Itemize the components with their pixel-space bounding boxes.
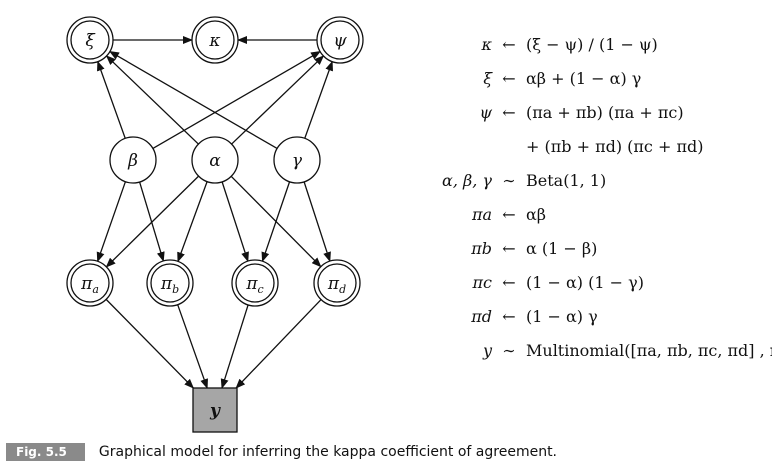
equation-rhs: (1 − α) γ	[526, 306, 598, 326]
equation-rhs: αβ + (1 − α) γ	[526, 68, 642, 88]
node-pi-d: πd	[313, 259, 361, 307]
node-pi-b: πb	[146, 259, 194, 307]
node-label: ψ	[333, 31, 347, 51]
edge-alpha-to-xi	[105, 55, 199, 145]
node-label: ξ	[85, 31, 96, 51]
equation-row: κ ← (ξ − ψ) / (1 − ψ)	[380, 32, 658, 56]
equation-lhs: πd	[471, 306, 492, 326]
edge-pi_c-to-y	[220, 304, 249, 389]
equation-lhs: πa	[471, 204, 492, 224]
edge-gamma-to-psi	[304, 60, 333, 139]
equation-relation: ←	[502, 272, 516, 292]
caption-text: Graphical model for inferring the kappa …	[98, 444, 558, 460]
equation-rhs: Multinomial([πa, πb, πc, πd] , n)	[526, 340, 772, 360]
figure-number-tag: Fig. 5.5	[6, 443, 85, 461]
equation-row: πd ← (1 − α) γ	[380, 304, 598, 328]
equation-row: α, β, γ ∼ Beta(1, 1)	[380, 168, 606, 192]
equation-rhs: + (πb + πd) (πc + πd)	[526, 136, 704, 156]
equation-row: ξ ← αβ + (1 − α) γ	[380, 66, 641, 90]
equation-lhs: πc	[472, 272, 492, 292]
equation-relation: ←	[502, 306, 516, 326]
node-gamma: γ	[273, 136, 321, 184]
edge-alpha-to-pi_b	[177, 181, 208, 263]
equation-relation: ←	[502, 204, 516, 224]
edge-alpha-to-psi	[231, 55, 325, 145]
equation-row: ψ ← (πa + πb) (πa + πc)	[380, 100, 684, 124]
node-pi-a: πa	[66, 259, 114, 307]
node-psi: ψ	[316, 16, 364, 64]
node-label: α	[209, 151, 221, 171]
equation-rhs: Beta(1, 1)	[526, 170, 607, 190]
node-label: γ	[292, 151, 303, 171]
equation-relation: ←	[502, 102, 516, 122]
equation-rhs: (πa + πb) (πa + πc)	[526, 102, 684, 122]
edge-beta-to-pi_a	[96, 181, 127, 263]
equation-relation: ∼	[502, 340, 516, 360]
figure-caption: Fig. 5.5 Graphical model for inferring t…	[6, 442, 557, 462]
edge-beta-to-psi	[152, 50, 321, 150]
node-kappa: κ	[191, 16, 239, 64]
equation-row: πc ← (1 − α) (1 − γ)	[380, 270, 644, 294]
node-beta: β	[109, 136, 157, 184]
equation-relation: ←	[502, 34, 516, 54]
equation-row: πa ← αβ	[380, 202, 546, 226]
equation-row: y ∼ Multinomial([πa, πb, πc, πd] , n)	[380, 338, 772, 362]
equation-relation: ←	[502, 238, 516, 258]
equation-lhs: y	[482, 340, 492, 360]
edge-pi_d-to-y	[235, 299, 322, 389]
node-label: κ	[208, 31, 220, 51]
equation-lhs: α, β, γ	[442, 170, 492, 190]
equation-row: πb ← α (1 − β)	[380, 236, 597, 260]
equation-rhs: α (1 − β)	[526, 238, 598, 258]
edge-beta-to-pi_b	[139, 181, 165, 262]
edge-alpha-to-pi_a	[105, 175, 200, 268]
edge-pi_a-to-y	[105, 298, 195, 389]
edge-gamma-to-pi_c	[261, 181, 291, 263]
equation-relation: ←	[502, 68, 516, 88]
equation-lhs: κ	[481, 34, 493, 54]
equation-lhs: ξ	[483, 68, 492, 88]
equation-relation: ∼	[502, 170, 516, 190]
edge-gamma-to-xi	[109, 50, 278, 150]
equation-rhs: αβ	[526, 204, 547, 224]
equation-lhs: ψ	[479, 102, 492, 122]
equation-rhs: (1 − α) (1 − γ)	[526, 272, 644, 292]
edge-beta-to-xi	[97, 60, 126, 139]
node-label: β	[127, 151, 138, 171]
edge-alpha-to-pi_c	[221, 181, 249, 263]
equation-row: + (πb + πd) (πc + πd)	[380, 134, 703, 158]
node-alpha: α	[191, 136, 239, 184]
equation-lhs: πb	[471, 238, 492, 258]
equation-rhs: (ξ − ψ) / (1 − ψ)	[526, 34, 658, 54]
edge-pi_b-to-y	[177, 304, 208, 389]
node-pi-c: πc	[231, 259, 279, 307]
node-label: y	[209, 401, 221, 421]
node-y: y	[192, 387, 238, 433]
edge-gamma-to-pi_d	[303, 181, 331, 263]
node-xi: ξ	[66, 16, 114, 64]
edges-layer	[96, 36, 333, 389]
